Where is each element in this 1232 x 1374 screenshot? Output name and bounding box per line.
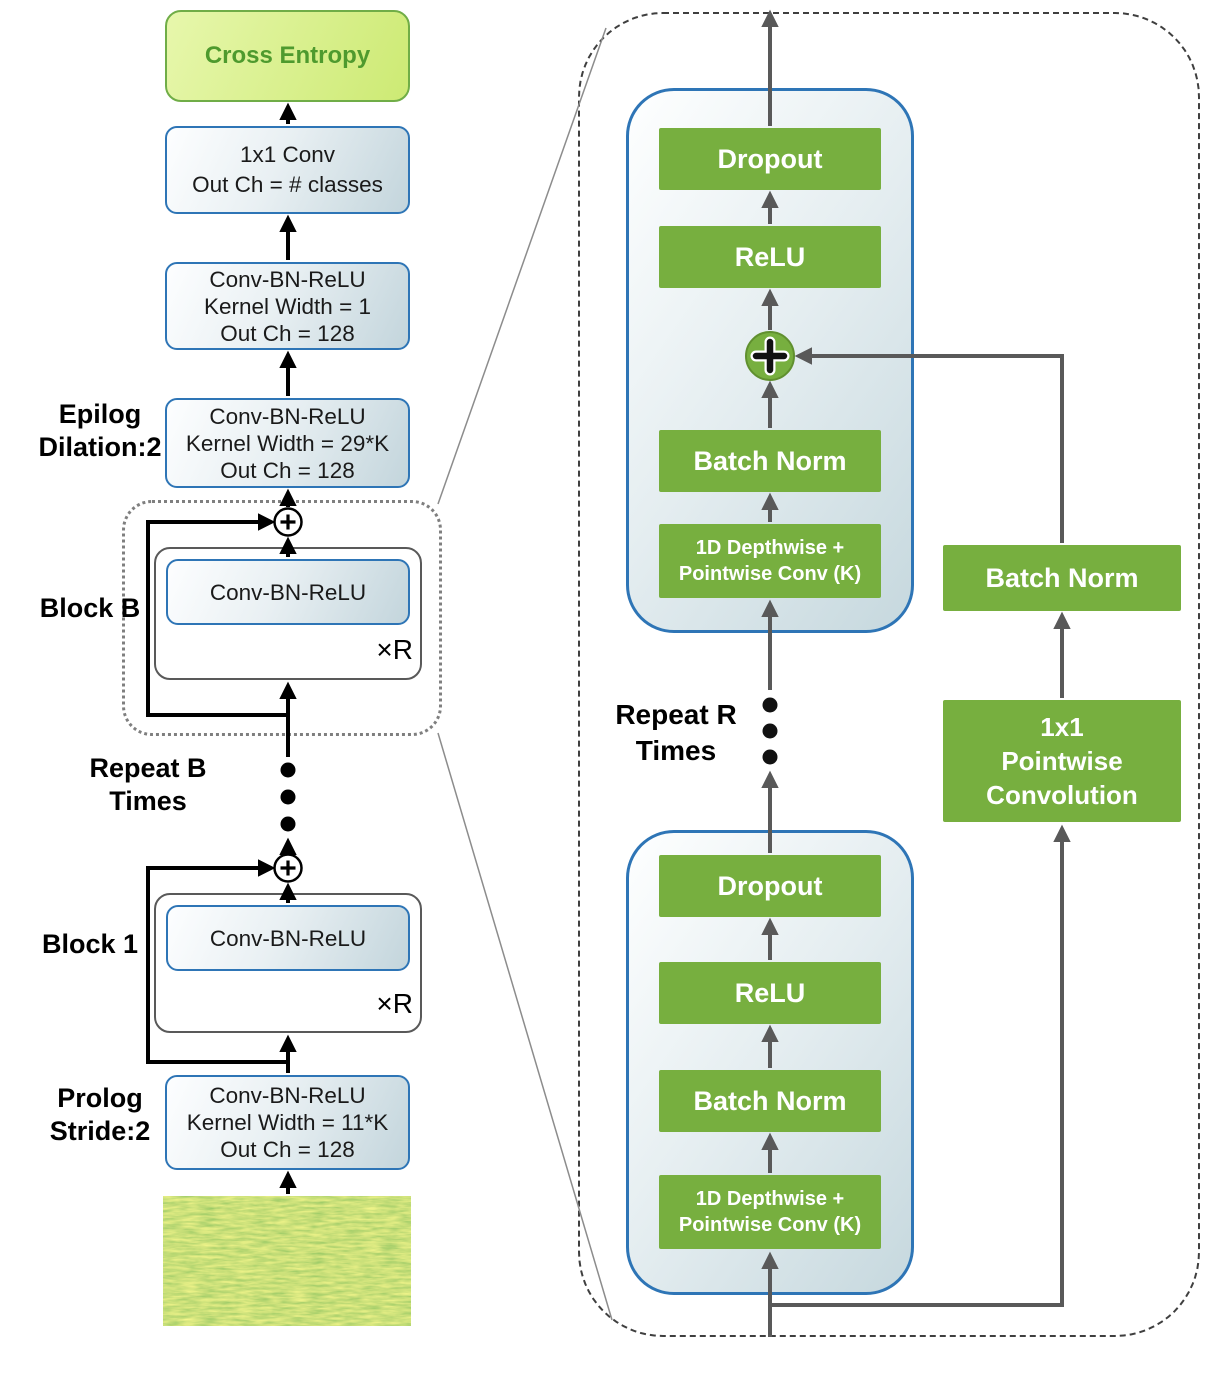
- top-relu-box: ReLU: [659, 226, 881, 288]
- repeat-b-line: Repeat B: [89, 753, 207, 783]
- conv-line: Out Ch = # classes: [192, 172, 383, 197]
- conv-line: Out Ch = 128: [220, 457, 355, 483]
- conv-line: 1D Depthwise +: [695, 537, 845, 559]
- conv-line: Pointwise: [1001, 746, 1123, 776]
- epilog-conv-kw1-box: Conv-BN-ReLU Kernel Width = 1 Out Ch = 1…: [165, 262, 410, 350]
- conv-line: Pointwise Conv (K): [678, 563, 862, 585]
- conv-line: Convolution: [986, 780, 1138, 810]
- conv-line: Conv-BN-ReLU: [209, 579, 367, 605]
- block-1-add-icon: [273, 853, 303, 883]
- conv-line: Out Ch = 128: [220, 1137, 355, 1162]
- conv-1x1-box: 1x1 Conv Out Ch = # classes: [165, 126, 410, 214]
- block-1-label: Block 1: [41, 929, 139, 959]
- epilog-label: Epilog Dilation:2: [30, 398, 170, 464]
- repeat-b-ellipsis: [280, 762, 296, 832]
- block-1-repeat-count: ×R: [376, 988, 413, 1019]
- conv-line: Conv-BN-ReLU: [209, 266, 366, 292]
- cross-entropy-box: Cross Entropy: [165, 10, 410, 102]
- block-b-repeat-count: ×R: [376, 634, 413, 665]
- residual-batch-norm-box: Batch Norm: [943, 545, 1181, 611]
- bottom-depthwise-conv-box: 1D Depthwise + Pointwise Conv (K): [659, 1175, 881, 1249]
- cross-entropy-label: Cross Entropy: [204, 42, 371, 69]
- prolog-label: Prolog Stride:2: [30, 1082, 170, 1148]
- epilog-label-line: Epilog: [58, 399, 142, 429]
- top-dropout-box: Dropout: [659, 128, 881, 190]
- residual-pointwise-conv-box: 1x1 Pointwise Convolution: [943, 700, 1181, 822]
- conv-line: Kernel Width = 1: [204, 293, 371, 319]
- bottom-relu-box: ReLU: [659, 962, 881, 1024]
- conv-line: Conv-BN-ReLU: [209, 403, 366, 429]
- conv-line: Kernel Width = 11*K: [186, 1110, 389, 1135]
- repeat-b-label: Repeat B Times: [66, 752, 230, 818]
- block-b-label: Block B: [39, 593, 141, 623]
- bottom-dropout-box: Dropout: [659, 855, 881, 917]
- spectrogram-input: [163, 1196, 411, 1326]
- repeat-r-line: Repeat R: [615, 699, 737, 730]
- epilog-label-line: Dilation:2: [38, 432, 162, 462]
- conv-line: Out Ch = 128: [220, 320, 355, 346]
- repeat-r-label: Repeat R Times: [596, 697, 756, 769]
- conv-line: 1x1 Conv: [239, 142, 336, 167]
- epilog-conv-kw29k-box: Conv-BN-ReLU Kernel Width = 29*K Out Ch …: [165, 398, 410, 488]
- conv-line: Kernel Width = 29*K: [185, 430, 390, 456]
- prolog-label-line: Prolog: [57, 1083, 143, 1113]
- conv-line: Conv-BN-ReLU: [209, 925, 367, 951]
- prolog-label-line: Stride:2: [49, 1116, 151, 1146]
- conv-line: Conv-BN-ReLU: [209, 1083, 366, 1108]
- conv-line: 1x1: [1040, 712, 1084, 742]
- repeat-b-line: Times: [109, 786, 187, 816]
- bottom-batch-norm-box: Batch Norm: [659, 1070, 881, 1132]
- repeat-r-line: Times: [635, 735, 717, 766]
- conv-line: 1D Depthwise +: [695, 1188, 845, 1210]
- conv-line: Pointwise Conv (K): [678, 1214, 862, 1236]
- top-batch-norm-box: Batch Norm: [659, 430, 881, 492]
- block-1-conv-box: Conv-BN-ReLU: [166, 905, 410, 971]
- prolog-conv-box: Conv-BN-ReLU Kernel Width = 11*K Out Ch …: [165, 1075, 410, 1170]
- top-depthwise-conv-box: 1D Depthwise + Pointwise Conv (K): [659, 524, 881, 598]
- block-b-conv-box: Conv-BN-ReLU: [166, 559, 410, 625]
- block-detail-dashed-container: [578, 12, 1200, 1337]
